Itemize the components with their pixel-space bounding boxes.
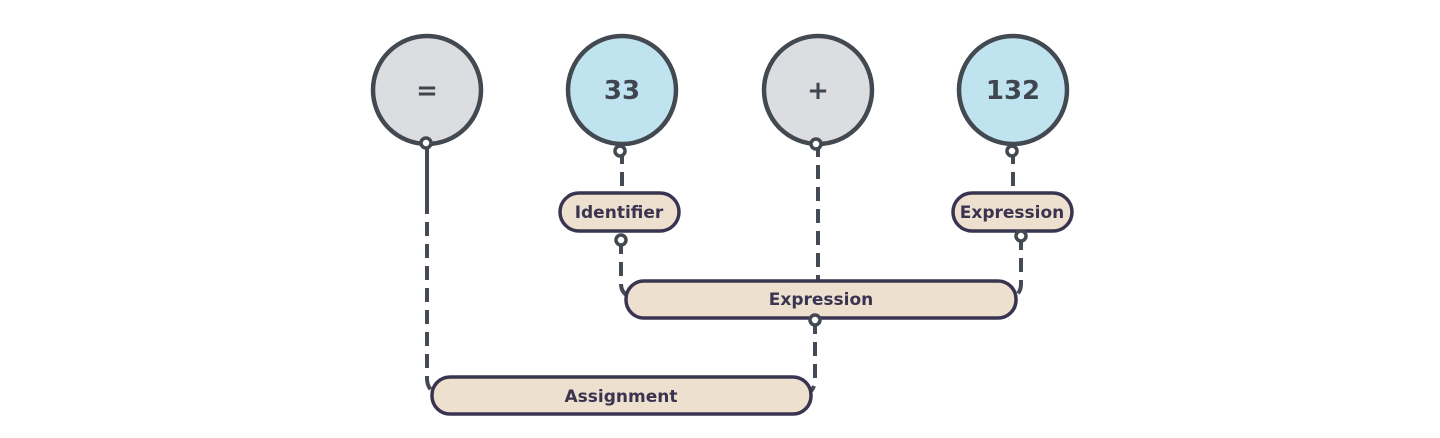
token-label: 132 — [986, 76, 1040, 106]
token-33: 33 — [565, 33, 679, 147]
node-assignment: Assignment — [430, 375, 813, 416]
port — [809, 137, 823, 151]
edge-identifier-expression — [619, 240, 630, 298]
port — [808, 313, 822, 327]
node-expression-large: Expression — [624, 279, 1018, 320]
node-identifier: Identifier — [558, 191, 681, 233]
edge-expression-expression — [1013, 236, 1023, 298]
node-label: Assignment — [565, 387, 678, 407]
token-circle — [565, 33, 679, 147]
token-label: = — [416, 76, 438, 106]
node-label: Expression — [769, 290, 874, 310]
port — [1005, 144, 1019, 158]
node-label: Expression — [960, 203, 1065, 223]
token-circle — [956, 33, 1070, 147]
node-label: Identifier — [575, 203, 664, 223]
port — [614, 233, 628, 247]
port — [419, 136, 433, 150]
node-expression-small: Expression — [951, 191, 1074, 233]
token-label: 33 — [604, 76, 640, 106]
connector-lines — [425, 143, 1023, 394]
token-132: 132 — [956, 33, 1070, 147]
token-equals: = — [370, 33, 484, 147]
edge-expression-assignment — [808, 320, 817, 394]
token-label: + — [807, 76, 829, 106]
port — [1014, 229, 1028, 243]
edge-equals-assignment — [425, 200, 436, 394]
connector-ports — [419, 136, 1028, 327]
port — [613, 144, 627, 158]
token-plus: + — [761, 33, 875, 147]
